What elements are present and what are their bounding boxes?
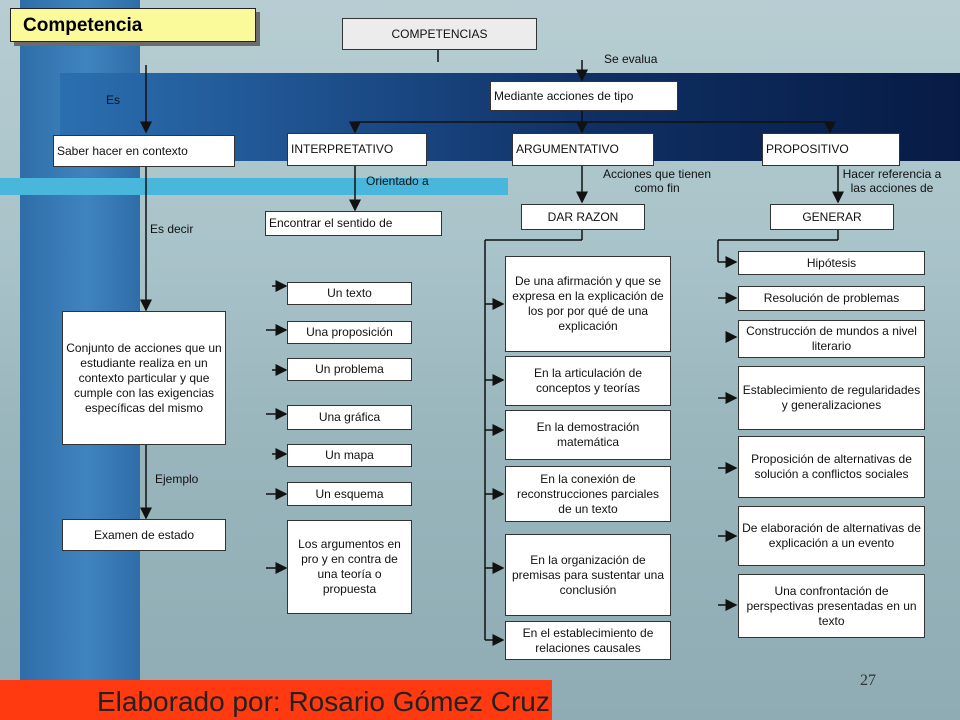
page-title: Competencia [10,8,256,42]
label-acciones-fin: Acciones que tienen como fin [602,167,712,195]
prop-item: De elaboración de alternativas de explic… [738,506,925,566]
node-interpretativo: INTERPRETATIVO [287,133,427,166]
interp-item: Un texto [287,282,412,305]
arg-item: En el establecimiento de relaciones caus… [505,621,671,660]
prop-item: Hipótesis [738,251,925,275]
prop-item: Construcción de mundos a nivel literario [738,320,925,358]
page-number: 27 [860,672,876,689]
interp-item: Los argumentos en pro y en contra de una… [287,520,412,614]
node-argumentativo: ARGUMENTATIVO [512,133,654,166]
node-propositivo: PROPOSITIVO [762,133,900,166]
prop-item: Una confrontación de perspectivas presen… [738,574,925,638]
footer-bar [0,680,552,720]
node-generar: GENERAR [770,204,894,230]
label-hacer-referencia: Hacer referencia a las acciones de [842,167,942,195]
arg-item: De una afirmación y que se expresa en la… [505,256,671,352]
prop-item: Resolución de problemas [738,286,925,311]
background-cyan-strip [0,178,508,195]
root-node: COMPETENCIAS [342,18,537,50]
label-orientado-a: Orientado a [366,174,429,188]
prop-item: Proposición de alternativas de solución … [738,436,925,498]
node-encontrar-sentido: Encontrar el sentido de [265,211,442,236]
node-conjunto: Conjunto de acciones que un estudiante r… [62,311,226,445]
interp-item: Una proposición [287,321,412,344]
label-se-evalua: Se evalua [604,52,658,66]
arg-item: En la demostración matemática [505,410,671,460]
footer-author: Elaborado por: Rosario Gómez Cruz [97,686,550,717]
arg-item: En la conexión de reconstrucciones parci… [505,466,671,522]
node-dar-razon: DAR RAZON [521,204,645,230]
label-ejemplo: Ejemplo [155,472,199,486]
node-examen: Examen de estado [62,519,226,551]
node-saber-hacer: Saber hacer en contexto [53,135,235,167]
arg-item: En la articulación de conceptos y teoría… [505,356,671,406]
label-es: Es [106,93,121,107]
prop-item: Establecimiento de regularidades y gener… [738,366,925,430]
interp-item: Un mapa [287,444,412,467]
interp-item: Una gráfica [287,405,412,430]
label-es-decir: Es decir [150,222,194,236]
interp-item: Un esquema [287,482,412,506]
interp-item: Un problema [287,358,412,381]
arg-item: En la organización de premisas para sust… [505,534,671,616]
node-mediante: Mediante acciones de tipo [490,81,678,111]
